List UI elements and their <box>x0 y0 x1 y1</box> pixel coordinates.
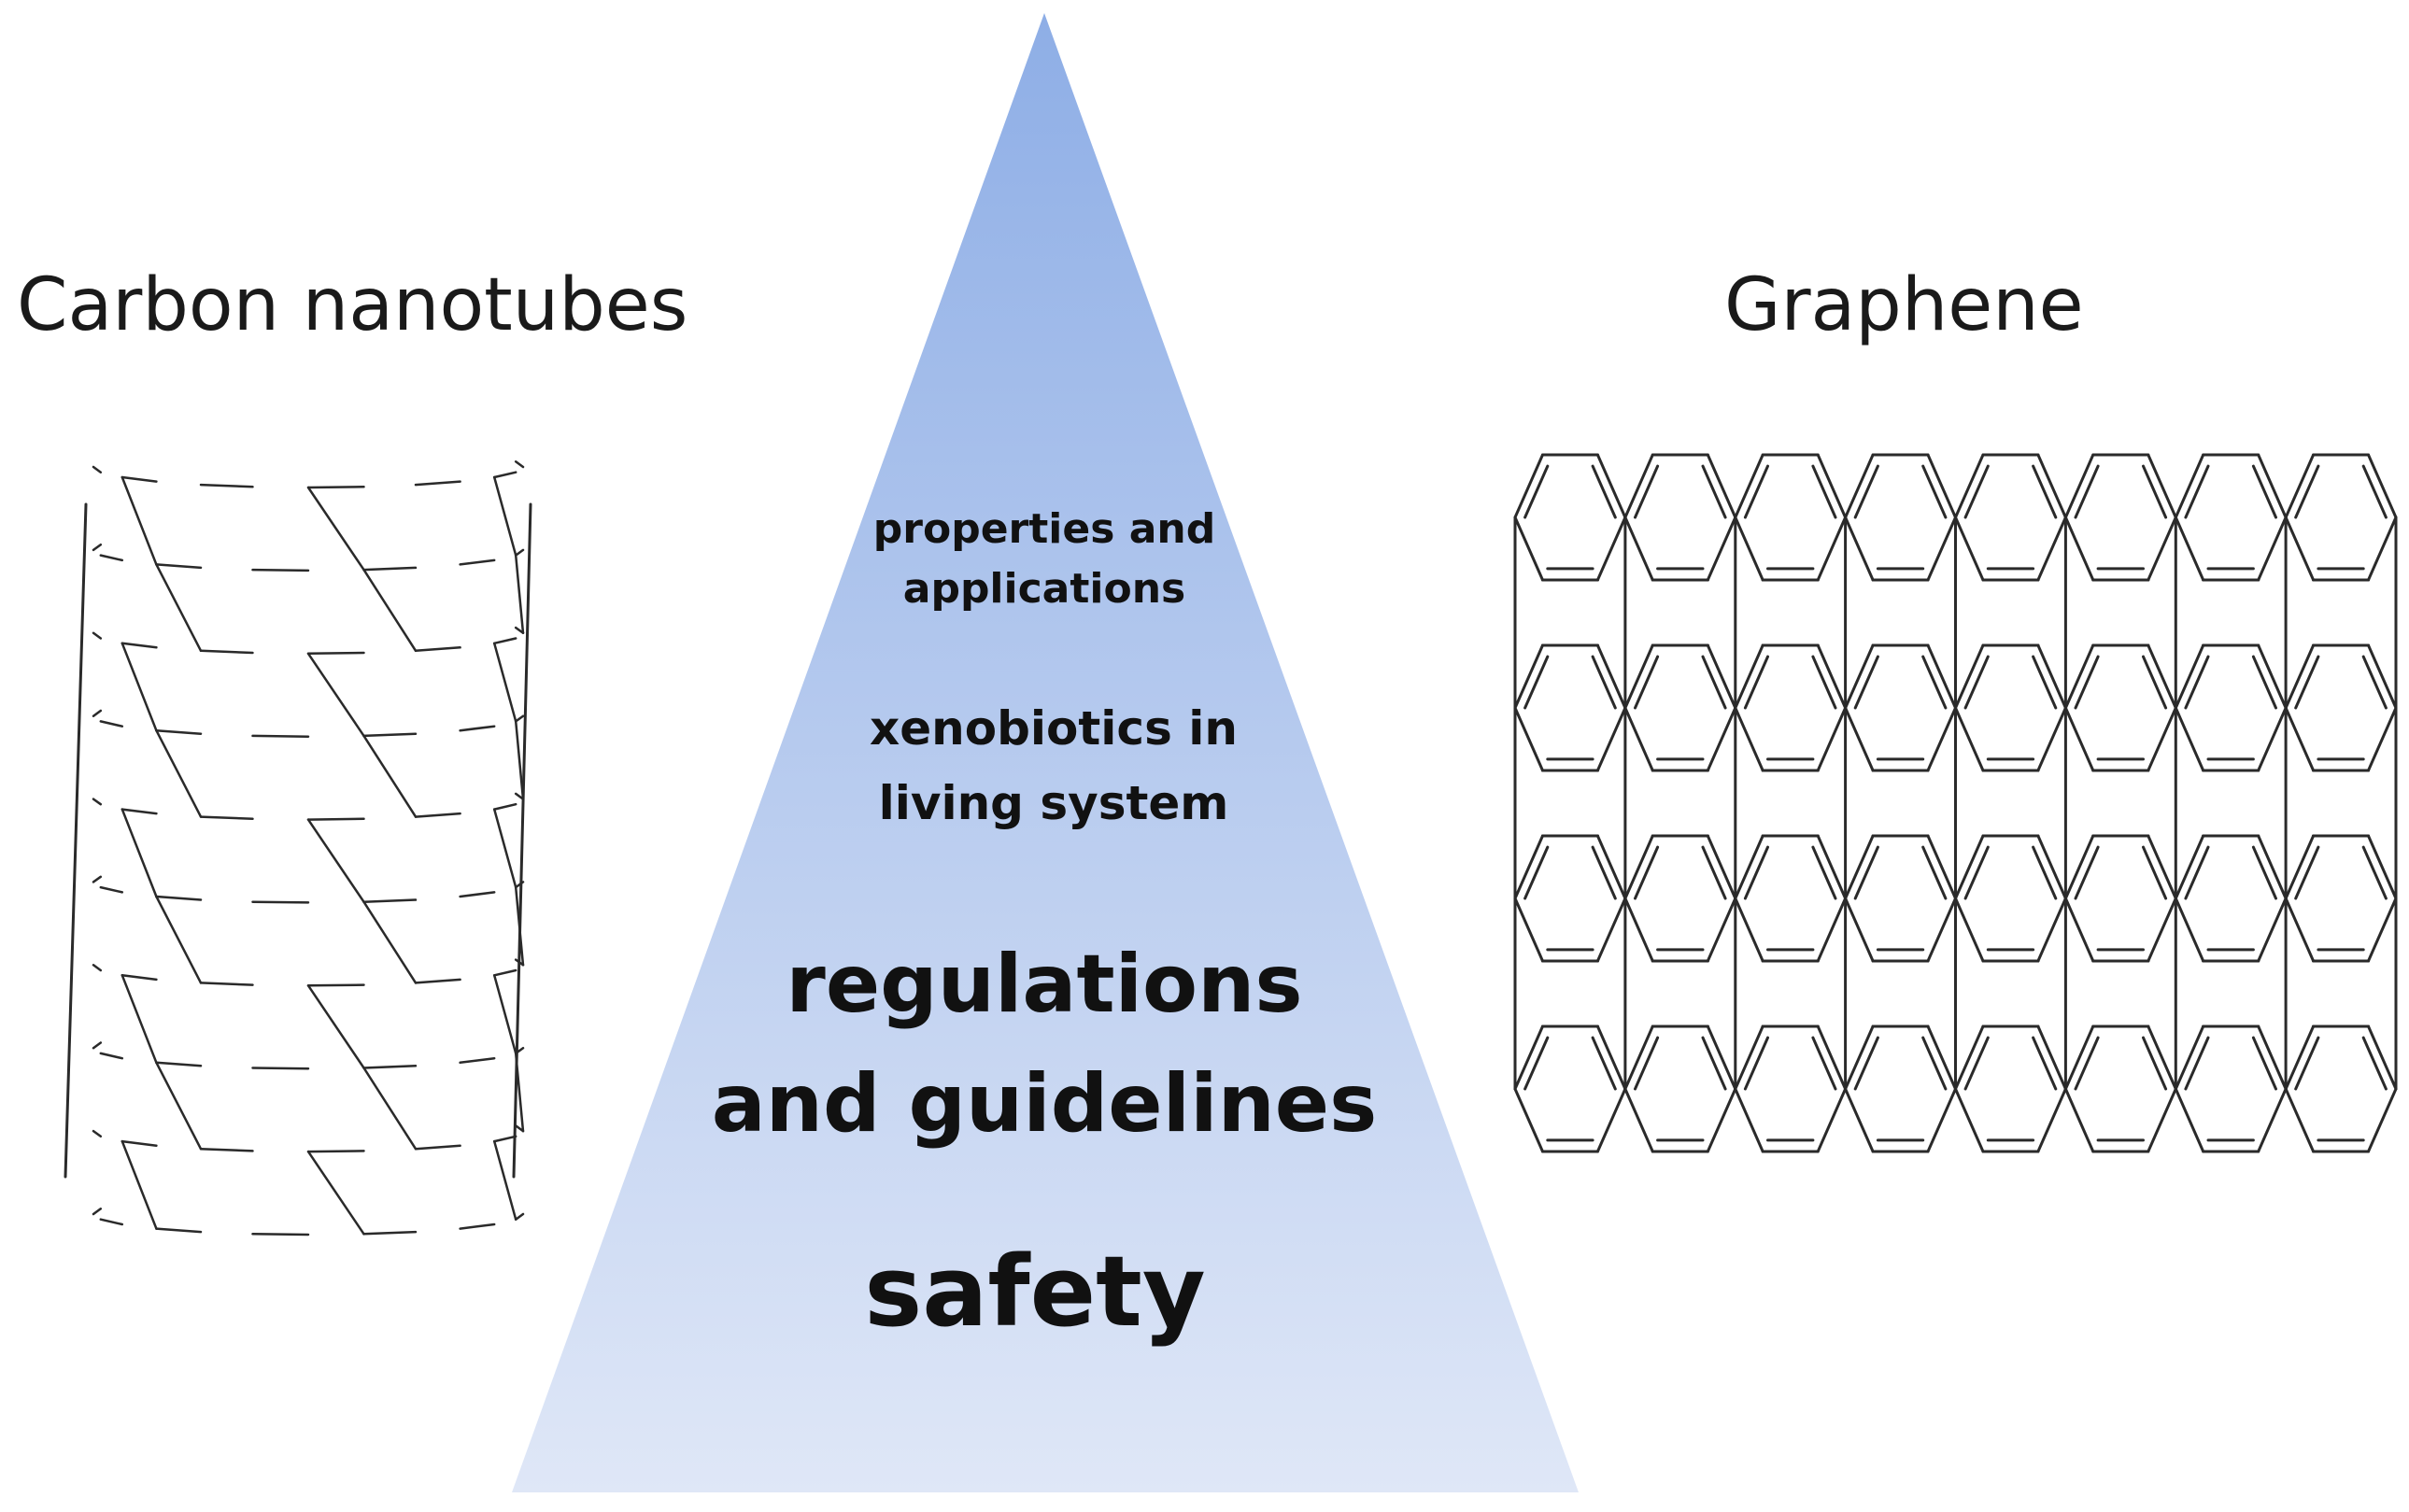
graphene-title: Graphene <box>1724 263 2084 347</box>
tier-safety: safety <box>864 1235 1206 1349</box>
tier-xenobiotics-in-living-system: xenobiotics in living system <box>870 701 1238 830</box>
carbon-nanotubes-title: Carbon nanotubes <box>17 263 688 347</box>
tier-regulations-and-guidelines: regulations and guidelines <box>711 938 1378 1151</box>
tier-properties-and-applications: properties and applications <box>872 505 1216 613</box>
